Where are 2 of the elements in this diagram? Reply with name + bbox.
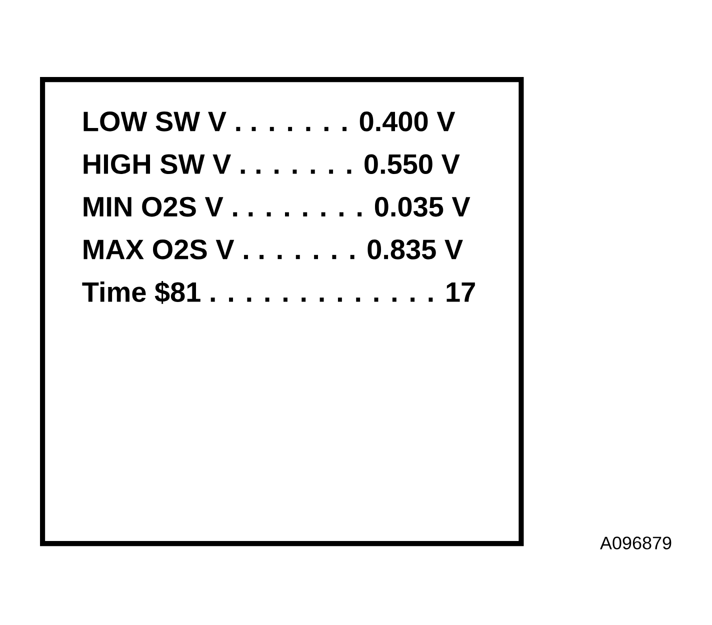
display-screen: LOW SW V . . . . . . . 0.400 V HIGH SW V . . . . . . . 0.550 V MIN O2S V . . . . . . . . 0.035 V MAX O2S V . . . . . . . 0.835 V Time $81 . . . . . . . . . . . . . 17 bbox=[40, 77, 524, 546]
figure-code: A096879 bbox=[600, 536, 672, 550]
